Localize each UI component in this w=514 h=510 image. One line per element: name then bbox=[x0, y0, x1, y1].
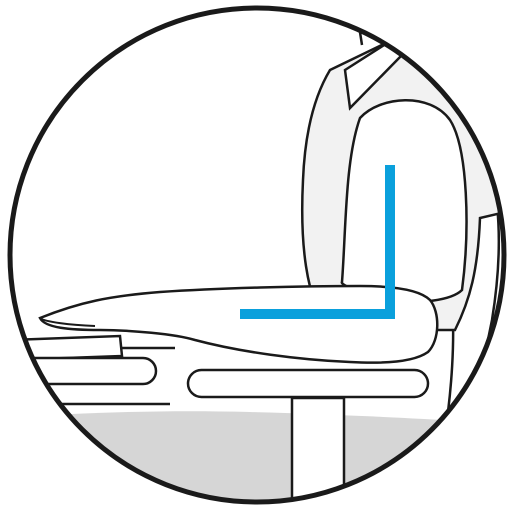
armrest-left bbox=[0, 358, 156, 384]
armrest-right bbox=[188, 370, 428, 397]
upper-arm bbox=[342, 100, 467, 302]
